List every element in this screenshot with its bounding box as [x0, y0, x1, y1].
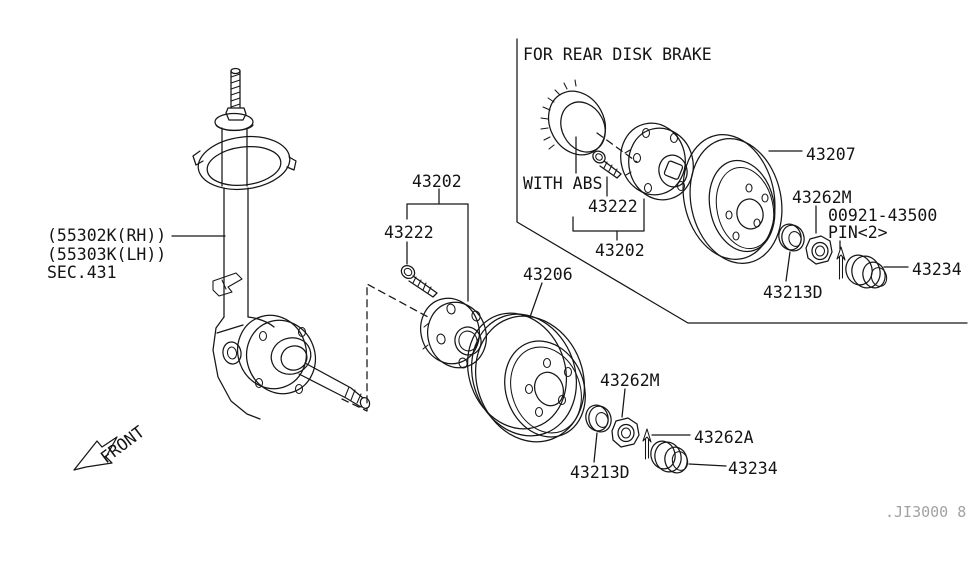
disk-brake-inset: FOR REAR DISK BRAKE WITH ABS 43222 43202… [516, 38, 968, 324]
washer-inset [778, 223, 805, 252]
inset-border [516, 38, 968, 324]
label-hub-bolt-inset: 43222 [588, 197, 638, 216]
hub-bolt-main [400, 264, 438, 298]
label-with-abs: WITH ABS [523, 174, 602, 193]
label-drum: 43206 [523, 265, 573, 284]
label-nut-main: 43262M [600, 371, 660, 390]
label-hub-inset: 43202 [595, 241, 645, 260]
label-strut-rh: (55302K(RH)) [47, 226, 166, 245]
inset-title: FOR REAR DISK BRAKE [523, 45, 712, 64]
label-rotor: 43207 [806, 145, 856, 164]
label-cap-main: 43234 [728, 459, 778, 478]
grease-cap-inset [845, 254, 888, 289]
label-pin-main: 43262A [694, 428, 754, 447]
label-washer-inset: 43213D [763, 283, 823, 302]
label-nut-inset: 43262M [792, 188, 852, 207]
front-arrow-icon [73, 436, 118, 471]
label-hub-main: 43202 [412, 172, 462, 191]
front-direction: FRONT [73, 422, 148, 471]
cotter-pin-inset [836, 246, 846, 280]
drawing-code: .JI3000 8 [885, 503, 966, 521]
label-pin-qty: PIN<2> [828, 223, 888, 242]
label-strut-lh: (55303K(LH)) [47, 245, 166, 264]
label-cap-inset: 43234 [912, 260, 962, 279]
label-strut-sec: SEC.431 [47, 263, 117, 282]
grease-cap-main [650, 440, 689, 474]
label-pin-part-no: 00921-43500 [828, 206, 937, 225]
brake-drum [466, 312, 586, 443]
lock-nut-inset [805, 235, 833, 265]
leader-lines-main [171, 188, 727, 467]
assembly-alignment-dashed-line [341, 283, 429, 412]
inset-alignment-dashed-line [596, 132, 638, 163]
cotter-pin-main [642, 428, 652, 460]
hub-assembly-inset [620, 122, 694, 201]
hub-bolt-inset [592, 150, 622, 179]
lock-nut-main [611, 417, 640, 448]
abs-sensor-ring [540, 79, 607, 156]
hub-assembly-main [420, 297, 487, 369]
strut-assembly [192, 67, 371, 420]
leader-lines-inset [572, 136, 909, 282]
label-hub-bolt-main: 43222 [384, 223, 434, 242]
label-washer-main: 43213D [570, 463, 630, 482]
washer-main [585, 404, 612, 433]
brake-rotor [682, 134, 783, 264]
